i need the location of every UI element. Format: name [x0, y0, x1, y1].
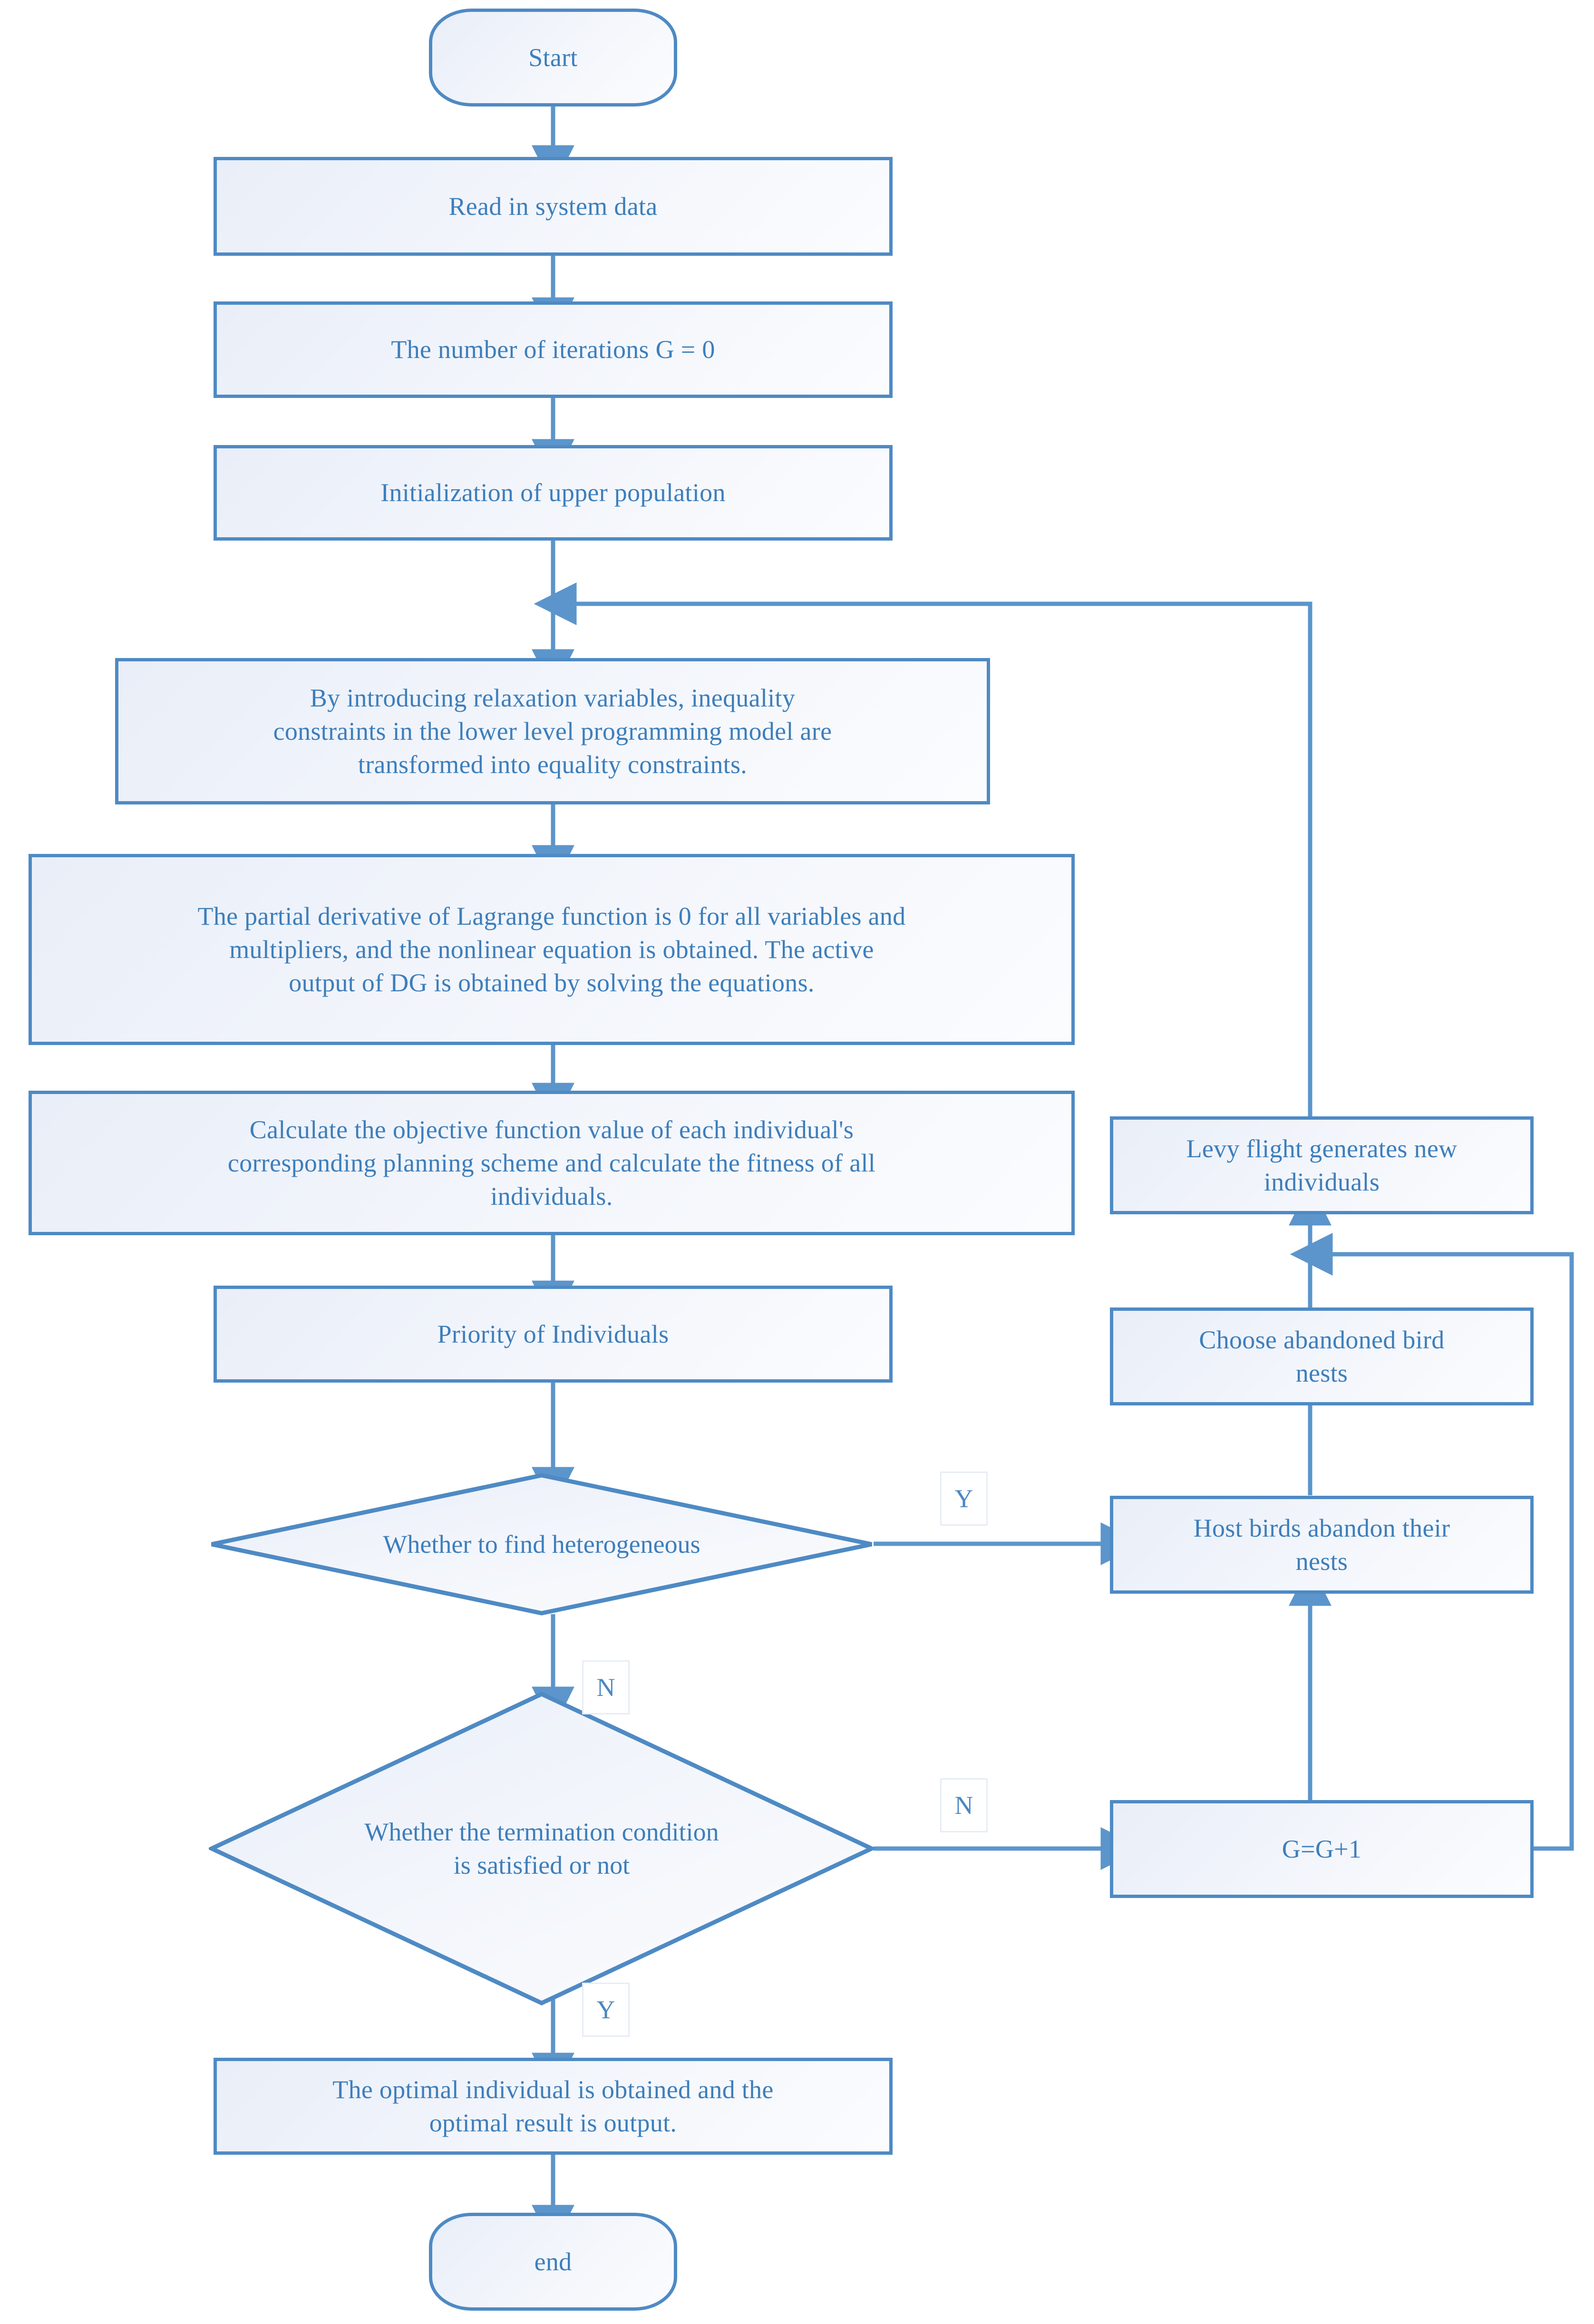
edge-label-heterogeneous-yes-text: Y — [954, 1484, 973, 1513]
node-host-birds-abandon[interactable]: Host birds abandon their nests — [1110, 1496, 1534, 1594]
node-priority-of-individuals[interactable]: Priority of Individuals — [214, 1286, 893, 1383]
node-increment-generation[interactable]: G=G+1 — [1110, 1800, 1534, 1898]
node-choose-abandoned-nests[interactable]: Choose abandoned bird nests — [1110, 1307, 1534, 1405]
edge-label-heterogeneous-no-text: N — [596, 1673, 615, 1702]
node-read-in-system-data[interactable]: Read in system data — [214, 157, 893, 256]
edge-label-termination-no-text: N — [954, 1791, 973, 1820]
node-priority-of-individuals-label: Priority of Individuals — [437, 1319, 669, 1348]
node-decision-termination[interactable]: Whether the termination condition is sat… — [209, 1692, 875, 2005]
node-start[interactable]: Start — [429, 9, 677, 107]
node-start-label: Start — [528, 43, 578, 72]
node-iterations-init-label: The number of iterations G = 0 — [391, 335, 715, 364]
edge-label-termination-yes-text: Y — [596, 1995, 615, 2024]
node-read-in-system-data-label: Read in system data — [448, 192, 658, 221]
diamond-shape-heterogeneous — [211, 1473, 872, 1616]
node-population-init[interactable]: Initialization of upper population — [214, 445, 893, 541]
diamond-shape-termination — [209, 1692, 875, 2005]
node-objective-fitness-label: Calculate the objective function value o… — [227, 1115, 876, 1211]
node-levy-flight[interactable]: Levy flight generates new individuals — [1110, 1116, 1534, 1214]
node-relaxation-transform[interactable]: By introducing relaxation variables, ine… — [115, 658, 990, 804]
edge-label-termination-yes: Y — [582, 1983, 630, 2037]
node-population-init-label: Initialization of upper population — [380, 478, 726, 507]
node-lagrange-derivative[interactable]: The partial derivative of Lagrange funct… — [29, 854, 1075, 1045]
node-optimal-output[interactable]: The optimal individual is obtained and t… — [214, 2058, 893, 2155]
node-decision-heterogeneous[interactable]: Whether to find heterogeneous — [209, 1473, 875, 1616]
node-choose-abandoned-nests-label: Choose abandoned bird nests — [1199, 1325, 1445, 1387]
edge-label-heterogeneous-yes: Y — [940, 1472, 988, 1526]
node-end-label: end — [534, 2247, 572, 2276]
edge-levy-to-relaxation — [534, 582, 1312, 1116]
edge-label-heterogeneous-no: N — [582, 1660, 630, 1714]
node-relaxation-transform-label: By introducing relaxation variables, ine… — [273, 683, 832, 779]
node-iterations-init[interactable]: The number of iterations G = 0 — [214, 301, 893, 398]
edge-label-termination-no: N — [940, 1778, 988, 1832]
node-host-birds-abandon-label: Host birds abandon their nests — [1193, 1513, 1450, 1576]
node-increment-generation-label: G=G+1 — [1282, 1834, 1362, 1863]
node-lagrange-derivative-label: The partial derivative of Lagrange funct… — [197, 901, 906, 997]
node-levy-flight-label: Levy flight generates new individuals — [1186, 1134, 1458, 1196]
edge-increment-loopback — [1290, 1233, 1574, 1851]
node-end[interactable]: end — [429, 2213, 677, 2311]
node-objective-fitness[interactable]: Calculate the objective function value o… — [29, 1091, 1075, 1235]
node-optimal-output-label: The optimal individual is obtained and t… — [332, 2075, 774, 2137]
